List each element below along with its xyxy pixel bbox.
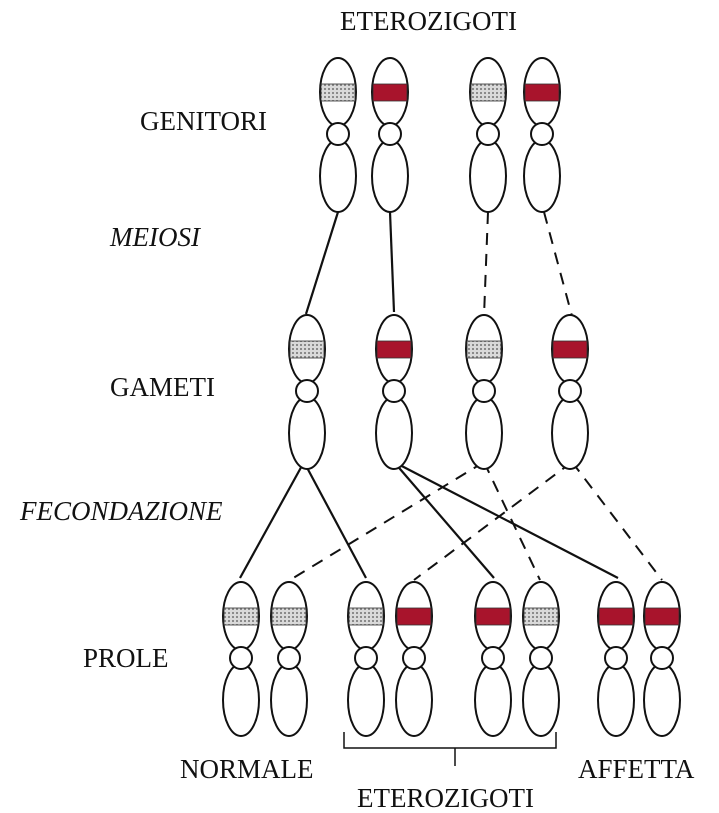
chromosome-mutant-offspring bbox=[643, 581, 681, 737]
parents-row-label: GENITORI bbox=[140, 106, 267, 136]
chromosome-normal-offspring bbox=[347, 581, 385, 737]
chromosome-group bbox=[222, 57, 681, 737]
normal-allele-band bbox=[320, 83, 356, 102]
chromosome-normal-offspring bbox=[522, 581, 560, 737]
fertilization-line bbox=[303, 461, 367, 579]
mutant-allele-band bbox=[524, 83, 560, 102]
fertilization-line bbox=[239, 461, 305, 579]
chromosome-normal-gametes bbox=[465, 314, 503, 470]
chromosome-mutant-offspring bbox=[395, 581, 433, 737]
normal-allele-band bbox=[289, 340, 325, 359]
parents-heterozygous-label: ETEROZIGOTI bbox=[340, 6, 517, 36]
normal-allele-band bbox=[271, 607, 307, 626]
fertilization-line-dashed bbox=[571, 461, 663, 581]
fertilization-line-dashed bbox=[483, 461, 541, 581]
normal-allele-band bbox=[223, 607, 259, 626]
affected-offspring-label: AFFETTA bbox=[578, 754, 695, 784]
normal-allele-band bbox=[470, 83, 506, 102]
mutant-allele-band bbox=[396, 607, 432, 626]
fertilization-line bbox=[393, 461, 619, 579]
chromosome-normal-offspring bbox=[270, 581, 308, 737]
fertilization-line-dashed bbox=[413, 461, 573, 581]
chromosome-normal-offspring bbox=[222, 581, 260, 737]
normal-allele-band bbox=[523, 607, 559, 626]
mutant-allele-band bbox=[644, 607, 680, 626]
chromosome-mutant-parents bbox=[371, 57, 409, 213]
fertilization-step-label: FECONDAZIONE bbox=[20, 496, 223, 526]
mutant-allele-band bbox=[475, 607, 511, 626]
offspring-bracket bbox=[343, 732, 557, 766]
gametes-row-label: GAMETI bbox=[110, 372, 215, 402]
fertilization-line bbox=[393, 461, 495, 579]
fertilization-line-dashed bbox=[289, 461, 485, 581]
meiosis-line bbox=[388, 211, 396, 313]
chromosome-normal-gametes bbox=[288, 314, 326, 470]
normal-offspring-label: NORMALE bbox=[180, 754, 314, 784]
heterozygous-offspring-label: ETEROZIGOTI bbox=[357, 783, 534, 813]
mutant-allele-band bbox=[598, 607, 634, 626]
normal-allele-band bbox=[466, 340, 502, 359]
chromosome-normal-parents bbox=[319, 57, 357, 213]
offspring-row-label: PROLE bbox=[83, 643, 169, 673]
chromosome-mutant-offspring bbox=[597, 581, 635, 737]
chromosome-mutant-gametes bbox=[375, 314, 413, 470]
mutant-allele-band bbox=[376, 340, 412, 359]
meiosis-step-label: MEIOSI bbox=[110, 222, 200, 252]
mutant-allele-band bbox=[552, 340, 588, 359]
meiosis-line bbox=[304, 211, 340, 315]
normal-allele-band bbox=[348, 607, 384, 626]
chromosome-normal-parents bbox=[469, 57, 507, 213]
chromosome-mutant-gametes bbox=[551, 314, 589, 470]
inheritance-lines-solid bbox=[239, 211, 619, 579]
meiosis-line-dashed bbox=[543, 211, 573, 317]
inheritance-lines-dashed bbox=[289, 211, 663, 581]
chromosome-mutant-parents bbox=[523, 57, 561, 213]
chromosome-mutant-offspring bbox=[474, 581, 512, 737]
meiosis-line-dashed bbox=[483, 211, 489, 317]
mutant-allele-band bbox=[372, 83, 408, 102]
